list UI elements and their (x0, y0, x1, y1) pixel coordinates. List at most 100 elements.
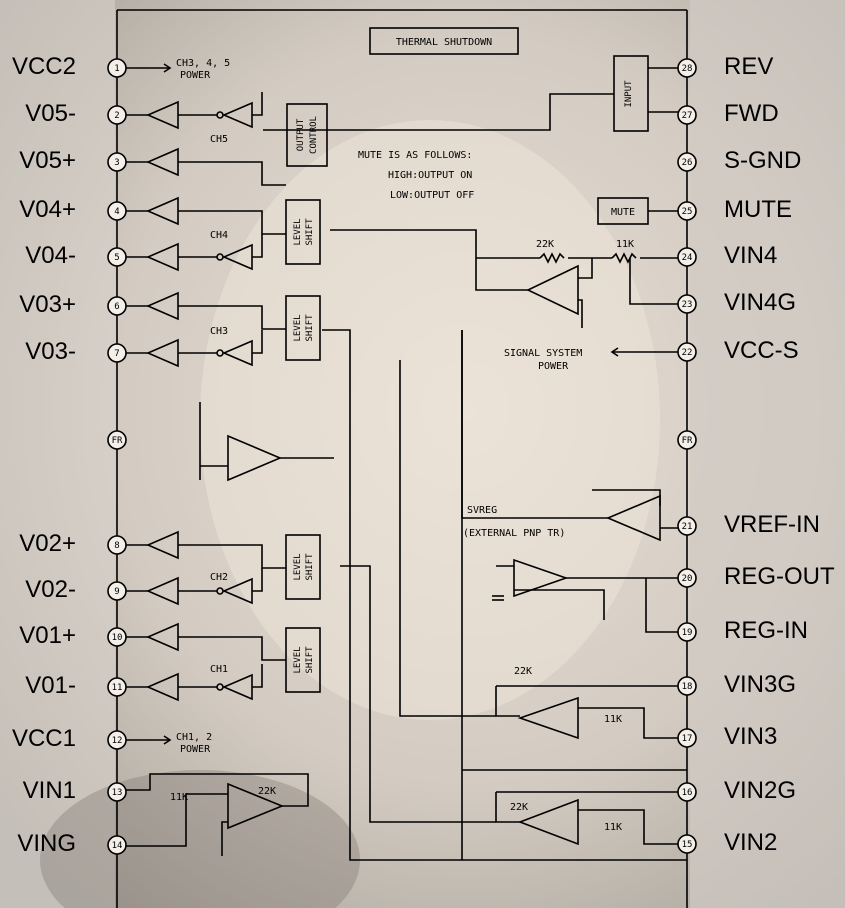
left-pin-0: 1 (107, 58, 127, 78)
ch5-label: CH5 (210, 134, 228, 145)
right-pin-number: 22 (682, 348, 693, 358)
svg-text:SHIFT: SHIFT (305, 553, 315, 581)
svg-text:LEVEL: LEVEL (293, 553, 303, 580)
level-shift-block-ch3: LEVEL SHIFT (285, 295, 321, 361)
svg-text:SHIFT: SHIFT (305, 646, 315, 674)
left-pin-number: 13 (112, 788, 123, 798)
right-pin-number: 28 (682, 64, 693, 74)
left-pin-number: 9 (114, 587, 119, 597)
left-pin-label: V04+ (19, 196, 76, 223)
svreg-label: SVREG (467, 505, 497, 516)
right-pin-number: 23 (682, 300, 693, 310)
right-pin-label: VCC-S (724, 337, 799, 364)
svg-text:SHIFT: SHIFT (305, 314, 315, 342)
left-pin-number: FR (112, 436, 123, 446)
left-pin-number: 11 (112, 683, 123, 693)
output-control-block: OUTPUT CONTROL (286, 103, 328, 167)
ch12-power-note: CH1, 2 (176, 732, 212, 743)
left-pin-number: 2 (114, 111, 119, 121)
left-pin-11: 11 (107, 677, 127, 697)
right-pin-9: 20 (677, 568, 697, 588)
output-buffer-4 (145, 291, 179, 321)
output-buffer-8 (145, 622, 179, 652)
right-pin-label: VIN3 (724, 723, 778, 750)
level-shift-block-ch2: LEVEL SHIFT (285, 534, 321, 600)
left-pin-number: 6 (114, 302, 119, 312)
right-pin-number: 18 (682, 682, 693, 692)
inverter-3 (221, 243, 253, 271)
svg-text:22K: 22K (510, 802, 528, 813)
left-pin-number: 1 (114, 64, 119, 74)
ch345-power-note: CH3, 4, 5 (176, 58, 230, 69)
inverter-0 (221, 101, 253, 129)
svg-text:22K: 22K (258, 786, 276, 797)
right-pin-number: 20 (682, 574, 693, 584)
right-pin-label: VIN4G (724, 289, 797, 316)
svg-text:HIGH:OUTPUT ON: HIGH:OUTPUT ON (388, 170, 472, 181)
svg-text:POWER: POWER (180, 70, 211, 81)
left-pin-label: V03+ (19, 291, 76, 318)
svg-text:11K: 11K (604, 714, 622, 725)
right-pin-label: REG-IN (724, 617, 808, 644)
left-pin-8: 8 (107, 535, 127, 555)
right-pin-label: VREF-IN (724, 511, 820, 538)
inverter-5 (221, 339, 253, 367)
opamp-vin3 (399, 360, 678, 740)
right-pin-7: FR (677, 430, 697, 450)
left-pin-number: 7 (114, 349, 119, 359)
left-pin-label: VCC1 (11, 725, 76, 752)
input-block: INPUT (263, 55, 678, 132)
svg-text:LOW:OUTPUT OFF: LOW:OUTPUT OFF (390, 190, 474, 201)
svg-text:OUTPUT: OUTPUT (296, 118, 306, 151)
right-pin-number: 26 (682, 158, 693, 168)
left-pin-label: V01- (25, 672, 76, 699)
right-pin-label: FWD (724, 100, 779, 127)
right-pin-number: FR (682, 436, 693, 446)
left-pin-number: 12 (112, 736, 123, 746)
output-buffer-2 (145, 196, 179, 226)
right-pin-number: 16 (682, 788, 693, 798)
external-pnp-label: (EXTERNAL PNP TR) (463, 528, 565, 539)
opamp-fr-left (199, 402, 334, 482)
right-pin-number: 21 (682, 522, 693, 532)
left-pin-number: 10 (112, 633, 123, 643)
left-pin-number: 4 (114, 207, 119, 217)
r22k-label: 22K (536, 239, 554, 250)
right-pin-label: REV (724, 53, 774, 80)
right-pin-6: 22 (677, 342, 697, 362)
left-pin-6: 7 (107, 343, 127, 363)
right-pin-number: 17 (682, 734, 693, 744)
left-pin-3: 4 (107, 201, 127, 221)
left-pin-label: V05+ (19, 147, 76, 174)
output-buffer-0 (145, 100, 179, 130)
svg-text:LEVEL: LEVEL (293, 646, 303, 673)
svg-text:11K: 11K (170, 792, 188, 803)
right-pin-14: 15 (677, 834, 697, 854)
right-pin-0: 28 (677, 58, 697, 78)
mute-block: MUTE (597, 197, 678, 225)
output-buffer-6 (145, 530, 179, 560)
opamp-vin1 (126, 773, 309, 856)
left-pin-13: 13 (107, 782, 127, 802)
signal-power-note: SIGNAL SYSTEM (504, 348, 582, 359)
right-pin-4: 24 (677, 247, 697, 267)
left-pin-label: VIN1 (22, 777, 76, 804)
opamp-reg (492, 558, 678, 633)
right-pin-number: 19 (682, 628, 693, 638)
left-pin-number: 3 (114, 158, 119, 168)
level-shift-block-ch1: LEVEL SHIFT (285, 627, 321, 693)
right-pin-label: VIN4 (724, 242, 778, 269)
right-pin-number: 25 (682, 207, 693, 217)
svg-text:11K: 11K (604, 822, 622, 833)
thermal-shutdown-block: THERMAL SHUTDOWN (369, 27, 519, 55)
right-pin-number: 15 (682, 840, 693, 850)
right-pin-label: MUTE (724, 196, 792, 223)
left-pin-5: 6 (107, 296, 127, 316)
right-pin-1: 27 (677, 105, 697, 125)
left-pin-9: 9 (107, 581, 127, 601)
left-pin-number: 8 (114, 541, 119, 551)
svg-text:SHIFT: SHIFT (305, 218, 315, 246)
